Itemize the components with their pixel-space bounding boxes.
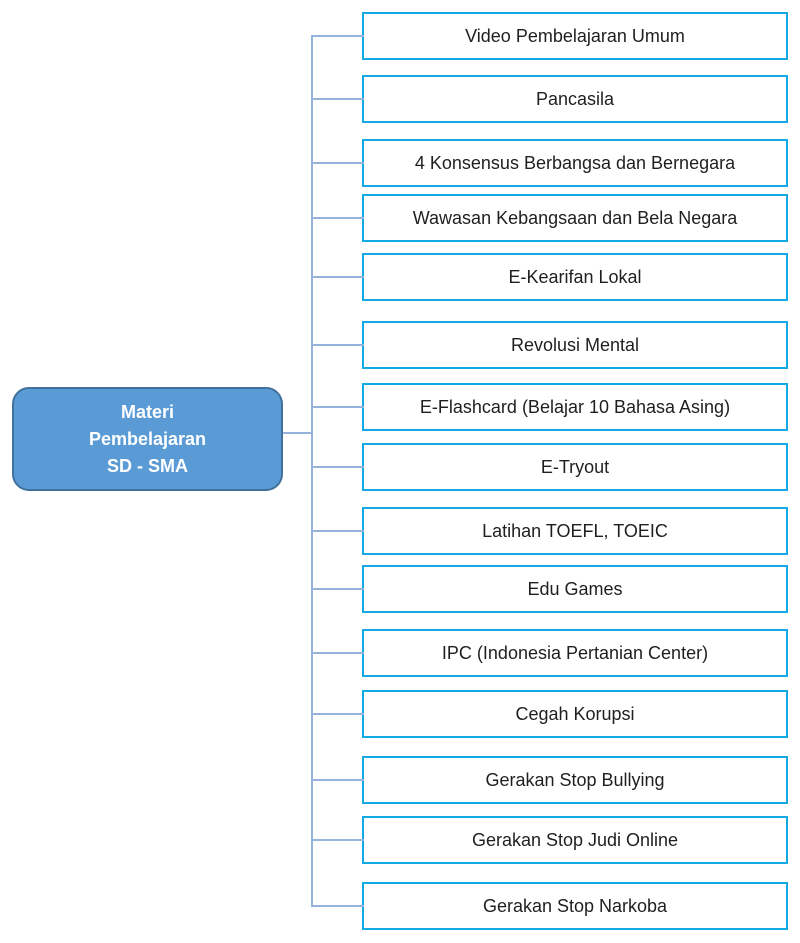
item-label: Pancasila <box>535 88 615 109</box>
connector-branch <box>312 344 364 346</box>
item-label: E-Flashcard (Belajar 10 Bahasa Asing) <box>419 396 731 417</box>
connector-branch <box>312 905 364 907</box>
connector-branch <box>312 276 364 278</box>
item-label: E-Tryout <box>540 456 610 477</box>
item-box: E-Tryout <box>312 443 788 491</box>
item-box: Gerakan Stop Narkoba <box>312 882 788 930</box>
connector-branch <box>312 588 364 590</box>
connector-branch <box>312 530 364 532</box>
connector-branch <box>312 713 364 715</box>
item-label: Revolusi Mental <box>510 334 640 355</box>
item-box: Gerakan Stop Bullying <box>312 756 788 804</box>
item-box: Latihan TOEFL, TOEIC <box>312 507 788 555</box>
item-label: Edu Games <box>527 578 623 599</box>
item-box: Edu Games <box>312 565 788 613</box>
item-box: 4 Konsensus Berbangsa dan Bernegara <box>312 139 788 187</box>
connector-branch <box>312 35 364 37</box>
item-box: E-Kearifan Lokal <box>312 253 788 301</box>
item-box: Wawasan Kebangsaan dan Bela Negara <box>312 194 788 242</box>
connector-branch <box>312 162 364 164</box>
item-label: E-Kearifan Lokal <box>508 266 642 287</box>
item-label: Video Pembelajaran Umum <box>465 25 685 46</box>
root-label-line-2: Pembelajaran <box>88 428 207 449</box>
connector-branch <box>312 217 364 219</box>
item-box: Gerakan Stop Judi Online <box>312 816 788 864</box>
item-box: Video Pembelajaran Umum <box>312 12 788 60</box>
item-label: IPC (Indonesia Pertanian Center) <box>441 642 709 663</box>
item-label: Cegah Korupsi <box>515 703 635 724</box>
connector-spine <box>311 35 313 907</box>
item-label: Gerakan Stop Narkoba <box>482 895 668 916</box>
connector-branch <box>312 406 364 408</box>
item-box: IPC (Indonesia Pertanian Center) <box>312 629 788 677</box>
item-label: Latihan TOEFL, TOEIC <box>482 520 668 541</box>
connector-branch <box>312 779 364 781</box>
root-label-line-1: Materi <box>120 401 174 422</box>
item-box: Pancasila <box>312 75 788 123</box>
root-node: Materi Pembelajaran SD - SMA <box>12 387 283 491</box>
item-box: Revolusi Mental <box>312 321 788 369</box>
connector-branch <box>312 466 364 468</box>
connector-branch <box>312 98 364 100</box>
item-box: Cegah Korupsi <box>312 690 788 738</box>
connector-trunk <box>283 432 313 434</box>
item-label: Gerakan Stop Bullying <box>485 769 665 790</box>
connector-branch <box>312 839 364 841</box>
item-box: E-Flashcard (Belajar 10 Bahasa Asing) <box>312 383 788 431</box>
item-label: 4 Konsensus Berbangsa dan Bernegara <box>414 152 736 173</box>
root-label-line-3: SD - SMA <box>107 455 188 476</box>
connector-branch <box>312 652 364 654</box>
item-label: Wawasan Kebangsaan dan Bela Negara <box>412 207 738 228</box>
item-label: Gerakan Stop Judi Online <box>471 829 679 850</box>
